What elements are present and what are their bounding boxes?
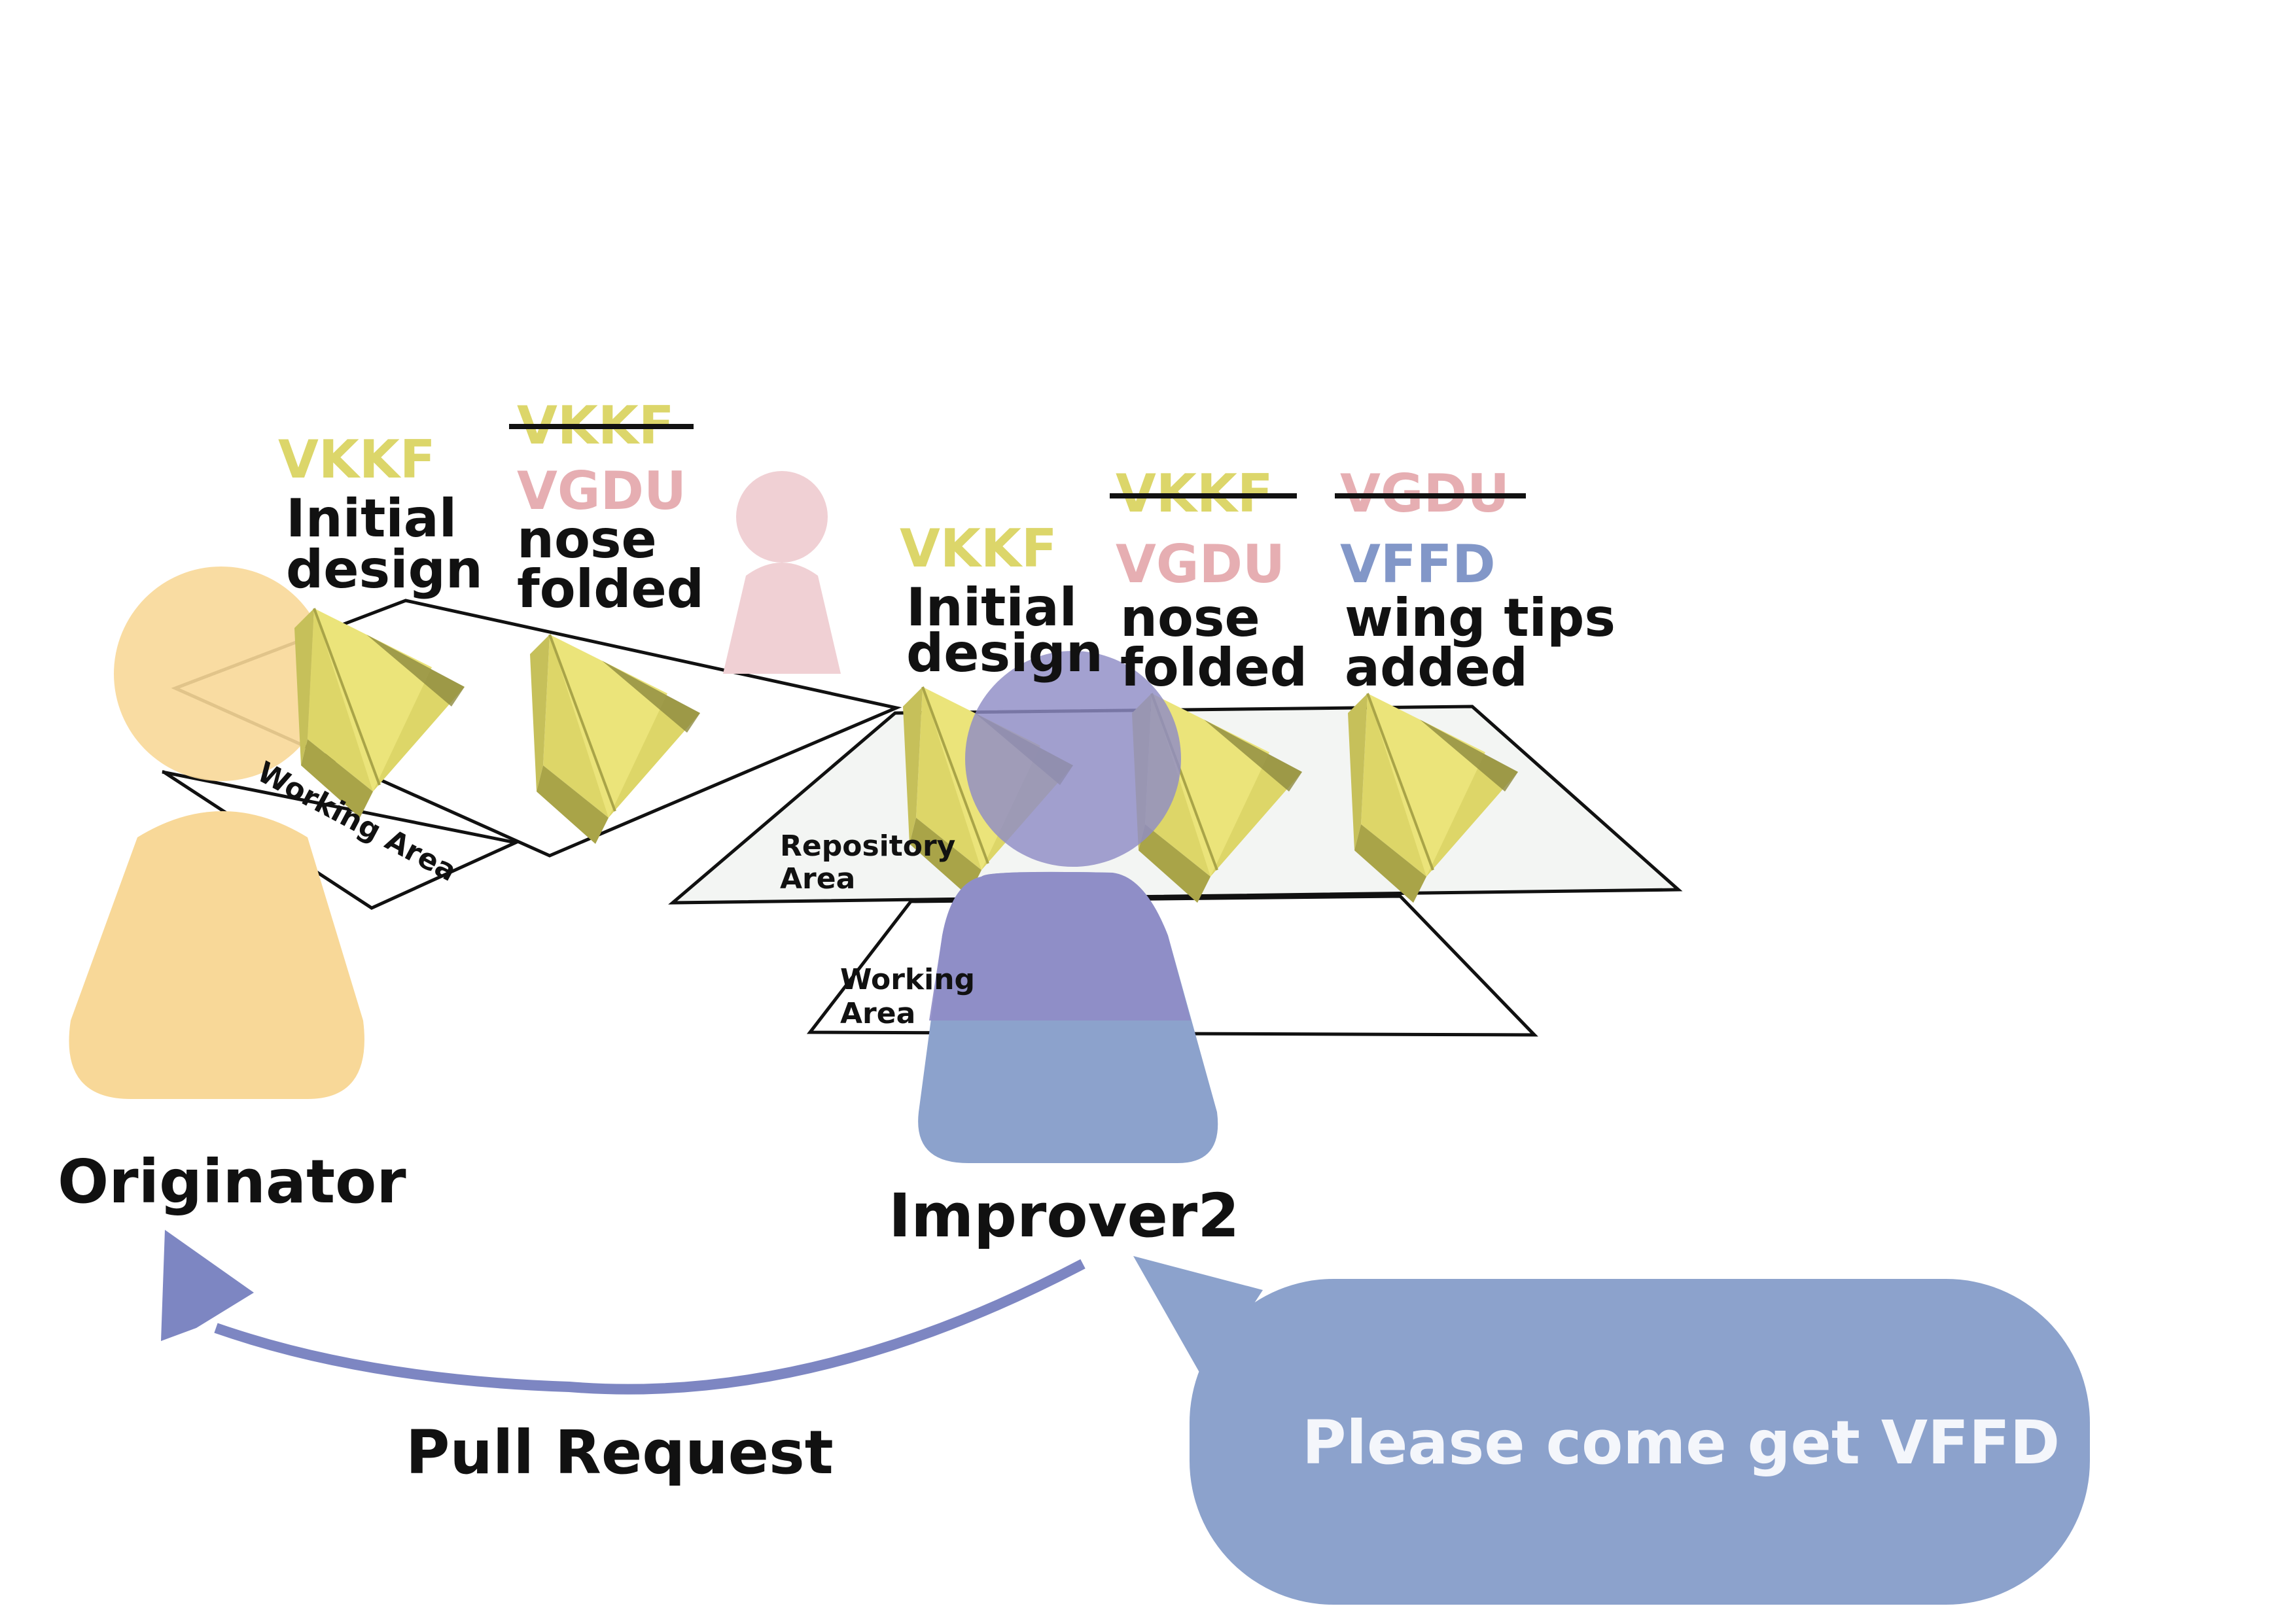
- improver-commit-1-label-line1: Initial: [906, 577, 1077, 638]
- improver-working-area-label-line1: Working: [840, 963, 975, 996]
- originator-section: Working Area VKKF Initial design VKKF VG…: [58, 395, 902, 1217]
- originator-person-icon: [69, 567, 364, 1099]
- originator-commit-1-label-line1: Initial: [286, 488, 457, 549]
- improver-commit-3-label-line2: added: [1345, 637, 1528, 698]
- improver-commit-3-label-line1: wing tips: [1345, 587, 1616, 648]
- curved-arrow-icon: [161, 1230, 1086, 1395]
- improver-commit-1-label-line2: design: [906, 623, 1103, 684]
- originator-commit-2-label-line2: folded: [517, 559, 704, 620]
- improver-commit-1-id: VKKF: [900, 518, 1057, 579]
- speech-bubble-icon: [1133, 1256, 2090, 1605]
- improver-working-area-label-line2: Area: [840, 997, 915, 1030]
- ghost-person-icon: [723, 471, 841, 674]
- originator-name: Originator: [58, 1147, 406, 1217]
- repository-area-label-line1: Repository: [780, 829, 955, 863]
- improver-commit-3-id: VFFD: [1340, 534, 1496, 595]
- improver-commit-2-id: VGDU: [1116, 534, 1285, 595]
- improver-name: Improver2: [889, 1181, 1239, 1251]
- improver-commit-2-label-line2: folded: [1120, 637, 1307, 698]
- pull-request-label: Pull Request: [406, 1418, 834, 1488]
- originator-commit-2-id: VGDU: [517, 461, 686, 521]
- originator-commit-1-label-line2: design: [286, 539, 483, 600]
- improver-commit-2-label-line1: nose: [1120, 587, 1260, 648]
- originator-commit-1-id: VKKF: [278, 429, 436, 490]
- originator-commit-2-label-line1: nose: [517, 509, 657, 570]
- originator-working-area: [162, 770, 521, 910]
- improver-section: Repository Area Working Area VKKF Initia…: [668, 463, 1683, 1251]
- speech-bubble-text: Please come get VFFD: [1302, 1408, 2060, 1478]
- repository-area-label-line2: Area: [780, 862, 855, 896]
- improver-person-icon: [918, 651, 1218, 1163]
